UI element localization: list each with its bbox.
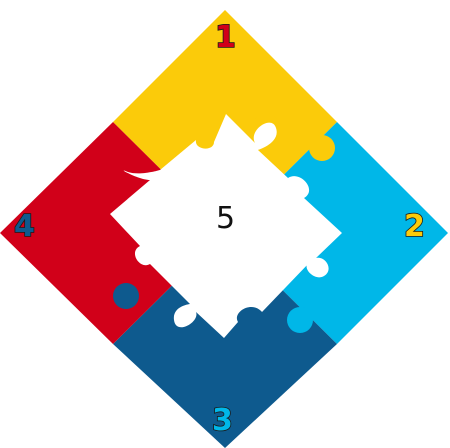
puzzle-knob xyxy=(113,283,139,309)
puzzle-piece-4 xyxy=(0,122,113,344)
piece-label-4: 4 xyxy=(14,209,35,244)
piece-label-5-center: 5 xyxy=(216,201,235,236)
puzzle-piece-2 xyxy=(337,122,448,344)
piece-label-2: 2 xyxy=(404,209,425,244)
puzzle-piece-1 xyxy=(113,10,337,122)
piece-label-3: 3 xyxy=(212,403,233,438)
piece-label-1: 1 xyxy=(215,20,236,55)
puzzle-knob xyxy=(309,135,335,161)
puzzle-piece-5-center xyxy=(110,114,342,338)
puzzle-knob xyxy=(132,112,160,140)
puzzle-piece-3 xyxy=(113,344,337,448)
puzzle-knob xyxy=(287,307,313,333)
